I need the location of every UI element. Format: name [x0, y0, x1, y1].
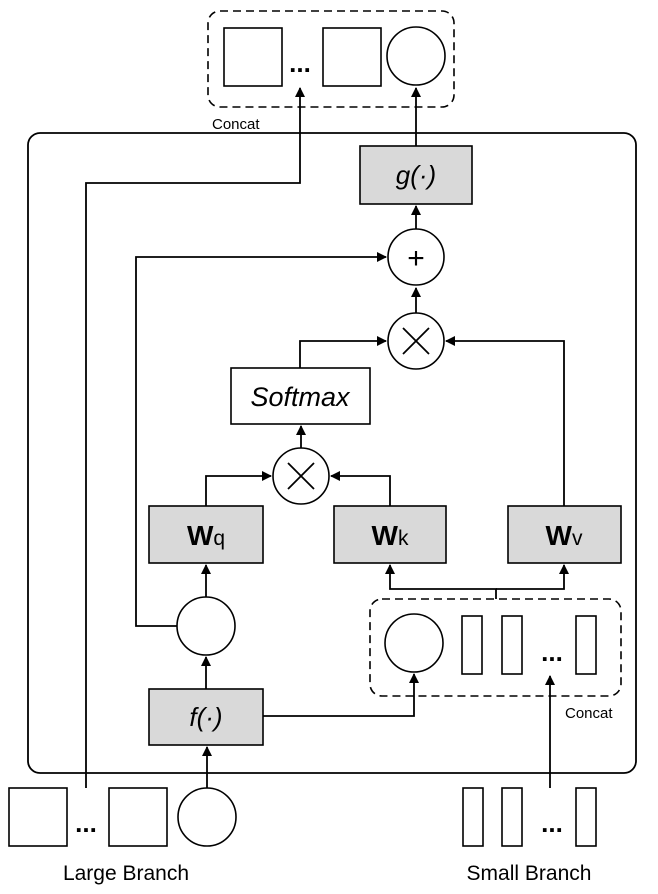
- small-branch-label: Small Branch: [467, 862, 592, 885]
- small-bar-2: [501, 787, 523, 847]
- output-square-1: [223, 27, 283, 87]
- concat-bar-1: [461, 615, 483, 675]
- concat-bar-3: [575, 615, 597, 675]
- output-circle: [386, 26, 446, 86]
- large-square-2: [108, 787, 168, 847]
- large-circle: [177, 787, 237, 847]
- small-bar-3: [575, 787, 597, 847]
- concat-circle: [384, 613, 444, 673]
- softmax-label: Softmax: [250, 382, 351, 412]
- f-function-label: f(·): [189, 702, 222, 732]
- query-token-circle: [176, 596, 236, 656]
- arrow-f-to-concat: [263, 673, 419, 717]
- g-function-box: [359, 145, 473, 205]
- arrow-wq-to-mult: [205, 471, 272, 506]
- concat-top-label: Concat: [212, 116, 260, 133]
- large-branch-label: Large Branch: [63, 862, 189, 885]
- wq-box: [148, 505, 264, 564]
- arrow-wk-to-mult: [330, 471, 391, 506]
- wv-box: [507, 505, 622, 564]
- wq-label: Wq: [187, 520, 225, 551]
- small-bar-1: [462, 787, 484, 847]
- softmax-box: [230, 367, 371, 425]
- output-square-2: [322, 27, 382, 87]
- module-container: [27, 132, 637, 774]
- output-ellipsis: ...: [289, 48, 311, 78]
- concat-bar-2: [501, 615, 523, 675]
- arrow-concat-to-wv: [496, 564, 569, 590]
- small-ellipsis: ...: [541, 808, 563, 838]
- arrow-residual: [135, 252, 387, 627]
- arrow-large-to-concat: [85, 87, 305, 788]
- arrow-concat-to-wk: [385, 564, 497, 599]
- wk-label: Wk: [372, 520, 409, 551]
- wk-box: [333, 505, 447, 564]
- concat-ellipsis: ...: [541, 637, 563, 667]
- arrow-softmax-to-mult: [299, 336, 387, 368]
- large-ellipsis: ...: [75, 808, 97, 838]
- g-function-label: g(·): [396, 160, 436, 190]
- wv-label: Wv: [546, 520, 583, 551]
- add-op-symbol: +: [407, 242, 425, 275]
- concat-right-label: Concat: [565, 705, 613, 722]
- arrow-wv-to-mult: [445, 336, 565, 506]
- concat-top-group: [207, 10, 455, 108]
- large-square-1: [8, 787, 68, 847]
